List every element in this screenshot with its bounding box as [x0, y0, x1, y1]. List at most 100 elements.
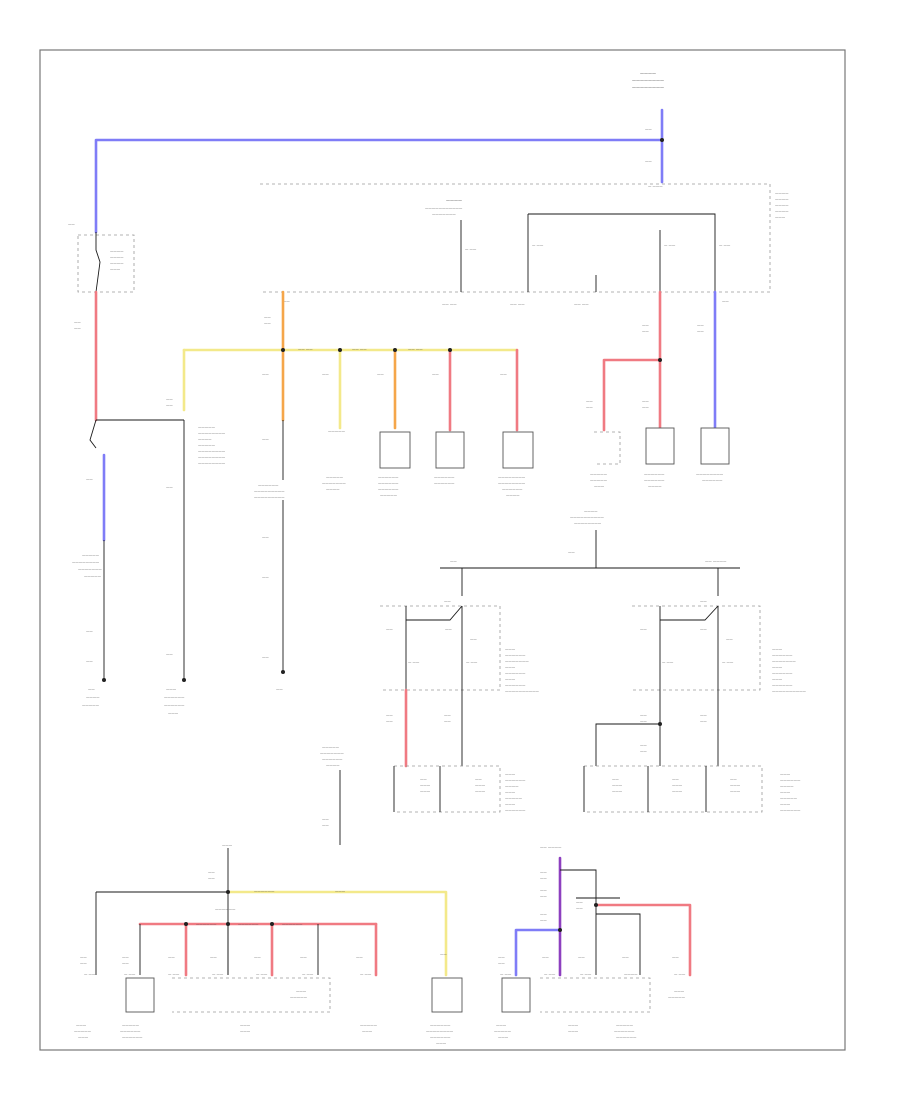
svg-text:———: ———	[76, 1023, 87, 1027]
fuse-relay-box: ———— ——————————— ——————— ———— ———— ———— …	[260, 183, 789, 306]
svg-text:——: ——	[568, 550, 575, 554]
svg-text:—— ————: —— ————	[705, 559, 727, 563]
svg-text:———————: ———————	[432, 212, 456, 216]
svg-text:— ——: — ——	[719, 243, 731, 247]
svg-text:——: ——	[578, 955, 585, 959]
svg-text:————————: ————————	[198, 431, 226, 435]
svg-text:————: ————	[110, 261, 124, 265]
svg-text:————: ————	[775, 209, 789, 213]
svg-text:——: ——	[322, 372, 329, 376]
wire-red-bottom-right	[594, 903, 692, 977]
svg-text:——: ——	[697, 329, 704, 333]
svg-text:———: ———	[222, 843, 233, 847]
svg-text:————: ————	[624, 972, 638, 976]
svg-text:——————: ——————	[505, 683, 526, 687]
svg-text:——————: ——————	[378, 481, 399, 485]
svg-text:—————: —————	[122, 1023, 140, 1027]
svg-text:——: ——	[498, 961, 505, 965]
svg-text:——————: ——————	[238, 922, 259, 926]
svg-text:—————: —————	[82, 553, 100, 557]
component-box-3	[502, 431, 534, 469]
svg-text:———: ———	[594, 484, 605, 488]
svg-text:——: ——	[642, 405, 649, 409]
svg-text:——: ——	[576, 906, 583, 910]
svg-text:———: ———	[498, 1035, 509, 1039]
svg-text:————: ————	[110, 249, 124, 253]
svg-text:—— ——: —— ——	[574, 302, 589, 306]
svg-text:———: ———	[240, 1029, 251, 1033]
svg-text:———————: ———————	[320, 751, 344, 755]
svg-text:——————: ——————	[702, 478, 723, 482]
svg-text:—————: —————	[198, 425, 216, 429]
svg-text:—————: —————	[322, 745, 340, 749]
svg-text:——: ——	[440, 952, 447, 956]
svg-text:———: ———	[775, 215, 786, 219]
svg-text:—— ——: —— ——	[352, 347, 367, 351]
svg-text:——————: ——————	[780, 778, 801, 782]
svg-text:———: ———	[505, 772, 516, 776]
svg-text:—————: —————	[328, 429, 346, 433]
svg-text:——————: ——————	[644, 472, 665, 476]
svg-text:———: ———	[168, 711, 179, 715]
svg-text:————: ————	[505, 784, 519, 788]
svg-text:———————: ———————	[505, 659, 529, 663]
svg-text:——: ——	[283, 299, 290, 303]
component-box-2	[435, 431, 465, 469]
svg-text:——————: ——————	[282, 922, 303, 926]
svg-text:——————: ——————	[164, 703, 185, 707]
svg-text:————————: ————————	[426, 1029, 454, 1033]
svg-text:— ——: — ——	[360, 972, 372, 976]
svg-text:——: ——	[700, 599, 707, 603]
svg-text:——: ——	[444, 719, 451, 723]
svg-text:————————: ————————	[696, 472, 724, 476]
svg-text:——: ——	[622, 955, 629, 959]
svg-text:——: ——	[500, 372, 507, 376]
svg-text:——————: ——————	[780, 808, 801, 812]
svg-text:——: ——	[166, 485, 173, 489]
svg-text:— ——: — ——	[466, 660, 478, 664]
svg-text:——————————: ——————————	[772, 689, 807, 693]
svg-text:——: ——	[645, 159, 652, 163]
svg-text:——: ——	[642, 323, 649, 327]
svg-text:——: ——	[322, 823, 329, 827]
svg-text:— ——: — ——	[212, 972, 224, 976]
svg-text:———: ———	[420, 789, 431, 793]
svg-text:——: ——	[386, 627, 393, 631]
svg-text:————————: ————————	[198, 455, 226, 459]
svg-text:——————————: ——————————	[505, 689, 540, 693]
svg-text:———: ———	[505, 802, 516, 806]
svg-text:——————: ——————	[215, 907, 236, 911]
svg-text:——: ——	[444, 713, 451, 717]
svg-text:———————: ———————	[772, 659, 796, 663]
svg-text:——: ——	[540, 912, 547, 916]
svg-text:——: ——	[542, 955, 549, 959]
svg-text:——————: ——————	[196, 922, 217, 926]
svg-text:————: ————	[775, 203, 789, 207]
svg-text:——: ——	[377, 372, 384, 376]
svg-text:———: ———	[166, 687, 177, 691]
svg-text:———————————: ———————————	[425, 206, 463, 210]
svg-text:——————: ——————	[254, 889, 275, 893]
svg-text:———: ———	[110, 267, 121, 271]
svg-text:— ——: — ——	[168, 972, 180, 976]
svg-text:—————: —————	[505, 796, 523, 800]
svg-text:— ——: — ——	[84, 972, 96, 976]
svg-text:————: ————	[775, 191, 789, 195]
svg-text:—— ————: —— ————	[540, 845, 562, 849]
svg-text:——: ——	[640, 749, 647, 753]
svg-text:———: ———	[568, 1023, 579, 1027]
component-box-4	[645, 427, 675, 465]
svg-text:——: ——	[264, 315, 271, 319]
svg-text:——: ——	[640, 627, 647, 631]
svg-text:— ——: — ——	[544, 972, 556, 976]
svg-text:——————: ——————	[614, 1029, 635, 1033]
svg-text:———: ———	[772, 665, 783, 669]
svg-text:———: ———	[475, 783, 486, 787]
svg-text:———: ———	[674, 989, 685, 993]
svg-text:——————: ——————	[378, 487, 399, 491]
right-top-branch: —— —— —— —— —— —— —— —— ————— ————— ——— …	[586, 290, 730, 488]
svg-text:— ——: — ——	[124, 972, 136, 976]
svg-text:——: ——	[642, 399, 649, 403]
svg-text:————: ————	[446, 198, 462, 203]
